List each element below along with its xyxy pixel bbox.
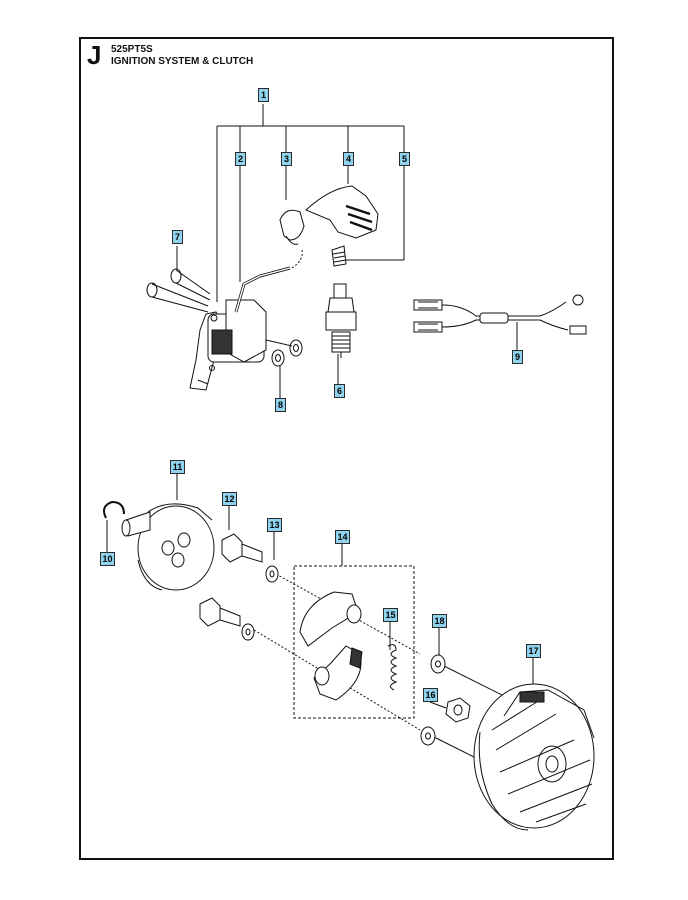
callout-15: 15 bbox=[383, 608, 398, 622]
callout-16: 16 bbox=[423, 688, 438, 702]
clutch-spring-drawing bbox=[387, 644, 398, 691]
spark-plug-drawing bbox=[325, 283, 357, 358]
washer-nut-drawing bbox=[420, 654, 471, 746]
leader-lines-ignition bbox=[176, 104, 518, 398]
callout-10: 10 bbox=[100, 552, 115, 566]
wire-harness-drawing bbox=[413, 294, 587, 335]
clutch-shoe-drawing bbox=[299, 591, 363, 701]
callout-8: 8 bbox=[275, 398, 286, 412]
washer-pair-drawing bbox=[265, 339, 303, 367]
callout-18: 18 bbox=[432, 614, 447, 628]
callout-14: 14 bbox=[335, 530, 350, 544]
callout-17: 17 bbox=[526, 644, 541, 658]
ignition-coil-drawing bbox=[189, 249, 303, 391]
section-letter: J bbox=[87, 40, 102, 70]
callout-12: 12 bbox=[222, 492, 237, 506]
clutch-bolt-drawing bbox=[199, 533, 263, 627]
callout-4: 4 bbox=[343, 152, 354, 166]
callout-1: 1 bbox=[258, 88, 269, 102]
callout-7: 7 bbox=[172, 230, 183, 244]
flywheel-drawing bbox=[473, 683, 595, 831]
clutch-washer-drawing bbox=[241, 565, 279, 641]
clutch-assembly-box bbox=[293, 565, 415, 719]
callout-9: 9 bbox=[512, 350, 523, 364]
callout-13: 13 bbox=[267, 518, 282, 532]
circlip-drawing bbox=[103, 500, 125, 519]
spark-plug-cap-drawing bbox=[279, 185, 379, 267]
callout-6: 6 bbox=[334, 384, 345, 398]
screw-pair-drawing bbox=[146, 268, 211, 313]
clutch-drum-drawing bbox=[121, 503, 215, 591]
callout-11: 11 bbox=[170, 460, 185, 474]
page-frame bbox=[79, 37, 614, 860]
callout-2: 2 bbox=[235, 152, 246, 166]
model-number: 525PT5S bbox=[111, 44, 153, 55]
callout-5: 5 bbox=[399, 152, 410, 166]
diagram-title: IGNITION SYSTEM & CLUTCH bbox=[111, 56, 254, 67]
callout-3: 3 bbox=[281, 152, 292, 166]
